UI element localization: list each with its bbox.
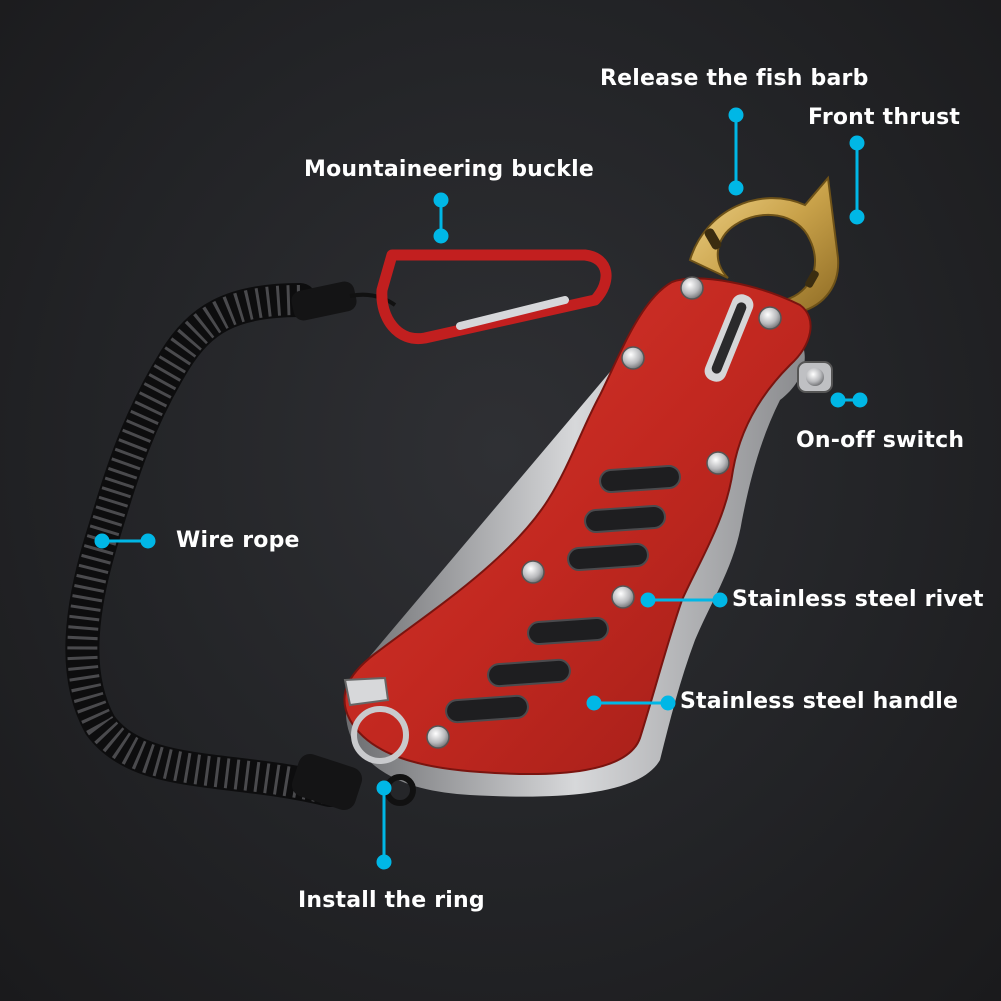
- rivet: [621, 346, 645, 370]
- red-handle-plate: [343, 277, 812, 776]
- carabiner: [376, 249, 612, 345]
- rivet: [706, 451, 730, 475]
- label-front-thrust: Front thrust: [808, 105, 961, 130]
- rivet: [680, 276, 704, 300]
- callout-on-off-switch: [830, 392, 868, 408]
- callout-stainless-handle: [586, 695, 676, 711]
- coil-end-cap-top: [291, 281, 357, 321]
- label-stainless-handle: Stainless steel handle: [680, 689, 959, 714]
- callout-markers: [94, 107, 868, 870]
- rivet: [426, 725, 450, 749]
- on-off-switch-screw: [797, 361, 833, 393]
- scale-slot: [704, 294, 754, 382]
- coil-end-cap-bottom: [291, 754, 363, 810]
- callout-mountaineering-buckle: [433, 192, 449, 244]
- label-stainless-rivet: Stainless steel rivet: [732, 587, 984, 612]
- label-on-off-switch: On-off switch: [796, 428, 965, 453]
- callout-stainless-rivet: [640, 592, 728, 608]
- label-wire-rope: Wire rope: [176, 528, 300, 553]
- callout-install-ring: [376, 780, 392, 870]
- rivet: [611, 585, 635, 609]
- handle-slots: [445, 464, 681, 724]
- callout-front-thrust: [849, 135, 865, 225]
- brass-jaw: [688, 175, 840, 314]
- rivet: [521, 560, 545, 584]
- label-release-barb: Release the fish barb: [600, 66, 869, 91]
- label-mountaineering-buckle: Mountaineering buckle: [304, 157, 594, 182]
- wire-rope-coil: [65, 281, 397, 810]
- label-install-ring: Install the ring: [298, 888, 485, 913]
- rivet: [758, 306, 782, 330]
- rivets: [426, 276, 782, 749]
- callout-wire-rope: [94, 533, 156, 549]
- callout-release-barb: [728, 107, 744, 196]
